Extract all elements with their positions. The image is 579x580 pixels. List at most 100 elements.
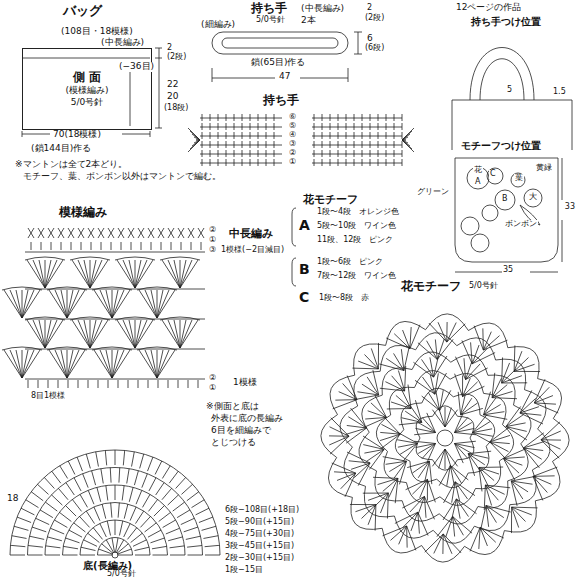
- stitch: [80, 555, 95, 556]
- stitch: [330, 427, 349, 436]
- stitch: [61, 242, 62, 250]
- stitch: [2, 287, 42, 290]
- stitch: [180, 260, 181, 288]
- stitch: [351, 408, 367, 428]
- stitch: [38, 380, 39, 388]
- pattern-label: 1模様: [232, 378, 258, 388]
- stitch: [168, 537, 182, 541]
- stitch: [51, 495, 62, 505]
- stitch: [200, 136, 282, 137]
- stitch: [346, 132, 347, 139]
- pattern-label: 20: [166, 92, 179, 102]
- stitch: [312, 145, 402, 146]
- stitch: [135, 320, 136, 348]
- stitch: [274, 132, 275, 139]
- stitch: [322, 150, 323, 157]
- stitch: [39, 260, 45, 288]
- stitch: [384, 416, 401, 434]
- stitch: [118, 228, 124, 238]
- stitch: [84, 320, 90, 348]
- stitch: [58, 228, 64, 238]
- stitch: [520, 398, 536, 413]
- stitch: [202, 150, 203, 157]
- stitch: [196, 508, 209, 515]
- stitch: [383, 457, 407, 462]
- stitch: [443, 499, 456, 520]
- stitch: [258, 159, 259, 166]
- stitch: [135, 555, 150, 556]
- stitch: [88, 228, 94, 238]
- bag-handle: [470, 48, 534, 101]
- stitch: [131, 242, 132, 250]
- stitch: [492, 391, 512, 397]
- stitch: [266, 150, 267, 157]
- stitch: [78, 228, 84, 238]
- stitch: [322, 123, 323, 130]
- stitch: [321, 314, 569, 562]
- stitch: [386, 150, 387, 157]
- stitch: [68, 228, 74, 238]
- stitch: [84, 260, 90, 288]
- stitch: [445, 410, 458, 427]
- stitch: [492, 398, 517, 399]
- stitch: [445, 407, 446, 427]
- stitch: [482, 328, 483, 350]
- stitch: [25, 257, 65, 260]
- pattern-label: ②: [208, 374, 217, 383]
- stitch: [445, 449, 458, 466]
- stitch: [234, 141, 235, 148]
- stitch: [74, 478, 81, 491]
- pattern-label: C: [489, 170, 497, 179]
- stitch: [455, 444, 469, 459]
- stitch: [435, 373, 447, 394]
- stitch: [354, 463, 370, 478]
- stitch: [329, 436, 349, 445]
- stitch: [28, 467, 203, 555]
- stitch: [67, 290, 68, 318]
- stitch: [98, 228, 104, 238]
- stitch: [28, 380, 29, 388]
- stitch: [106, 350, 112, 378]
- stitch: [25, 317, 65, 320]
- stitch: [443, 534, 461, 553]
- stitch: [408, 385, 411, 409]
- stitch: [45, 260, 57, 288]
- stitch: [394, 132, 395, 139]
- stitch: [506, 423, 526, 427]
- stitch: [378, 343, 379, 369]
- stitch: [541, 439, 561, 440]
- stitch: [502, 382, 528, 383]
- stitch: [88, 380, 89, 388]
- pattern-label: (2段): [364, 14, 385, 23]
- stitch: [166, 528, 180, 534]
- pattern-label: 1段〜6段 ピンク: [316, 258, 384, 267]
- stitch: [203, 536, 218, 539]
- stitch: [10, 555, 25, 556]
- stitch: [26, 500, 39, 508]
- stitch: [100, 350, 112, 378]
- stitch: [174, 320, 180, 348]
- pattern-label: ①: [208, 236, 217, 245]
- stitch: [346, 141, 347, 148]
- stitch: [173, 502, 185, 511]
- stitch: [250, 114, 251, 121]
- stitch: [210, 141, 211, 148]
- stitch: [22, 350, 40, 378]
- pattern-label: 葉: [514, 174, 524, 183]
- stitch: [274, 150, 275, 157]
- pattern-label: 花: [473, 166, 483, 175]
- stitch: [10, 545, 25, 546]
- stitch: [67, 290, 85, 318]
- stitch: [149, 478, 156, 491]
- stitch: [333, 400, 357, 409]
- stitch: [375, 505, 377, 531]
- pattern-label: ②: [288, 149, 297, 158]
- stitch: [178, 228, 184, 238]
- stitch: [180, 260, 192, 288]
- stitch: [394, 141, 395, 148]
- stitch: [169, 471, 178, 483]
- stitch: [378, 123, 379, 130]
- stitch: [359, 352, 531, 524]
- stitch: [347, 376, 357, 400]
- pattern-label: ⑥: [288, 113, 297, 122]
